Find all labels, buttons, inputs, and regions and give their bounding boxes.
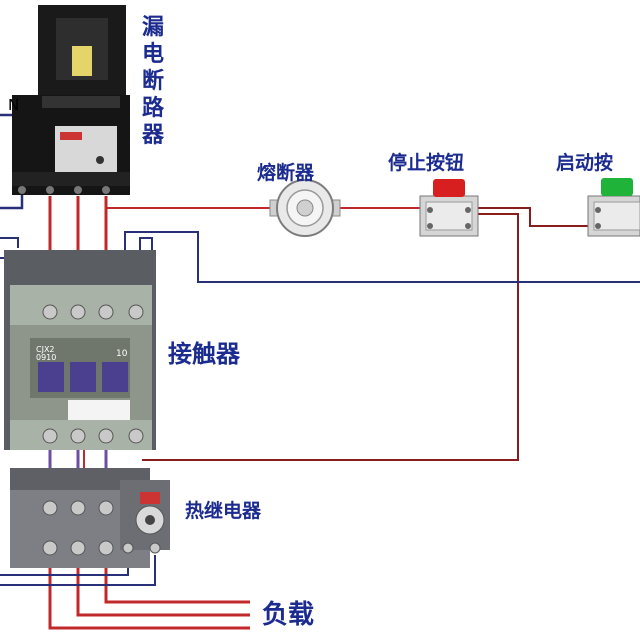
contactor: CJX2 0910 10 (4, 250, 156, 450)
neutral-label: N (8, 96, 20, 114)
contactor-model-line1: CJX2 (36, 345, 55, 354)
relay-aux-wire (0, 555, 156, 586)
breaker-test-button[interactable] (96, 156, 104, 164)
fuse-label: 熔断器 (257, 162, 315, 184)
start-button[interactable] (587, 178, 640, 237)
load-wire-1 (48, 552, 250, 630)
start-button-label: 启动按 (556, 152, 614, 174)
stop-button-cap[interactable] (433, 179, 465, 197)
coil-wire (124, 231, 640, 285)
leakage-breaker (12, 5, 130, 195)
thermal-relay (10, 468, 170, 568)
contactor-rating: 10 (116, 349, 128, 359)
start-button-cap[interactable] (601, 178, 633, 196)
thermal-relay-label: 热继电器 (185, 500, 262, 522)
breaker-label: 漏电断路器 (142, 15, 165, 148)
feed-wire-1 (0, 237, 19, 248)
hold-wire (142, 213, 519, 461)
stop-button-label: 停止按钮 (388, 152, 465, 174)
load-wire-2 (76, 552, 250, 617)
control-wire-stop-start (478, 207, 588, 227)
fuse (269, 179, 341, 237)
contactor-model-line2: 0910 (36, 353, 56, 362)
load-label: 负载 (262, 600, 315, 630)
contactor-label: 接触器 (168, 340, 240, 368)
load-wire-3 (104, 552, 250, 604)
breaker-handle[interactable] (72, 46, 92, 76)
stop-button[interactable] (419, 179, 479, 237)
